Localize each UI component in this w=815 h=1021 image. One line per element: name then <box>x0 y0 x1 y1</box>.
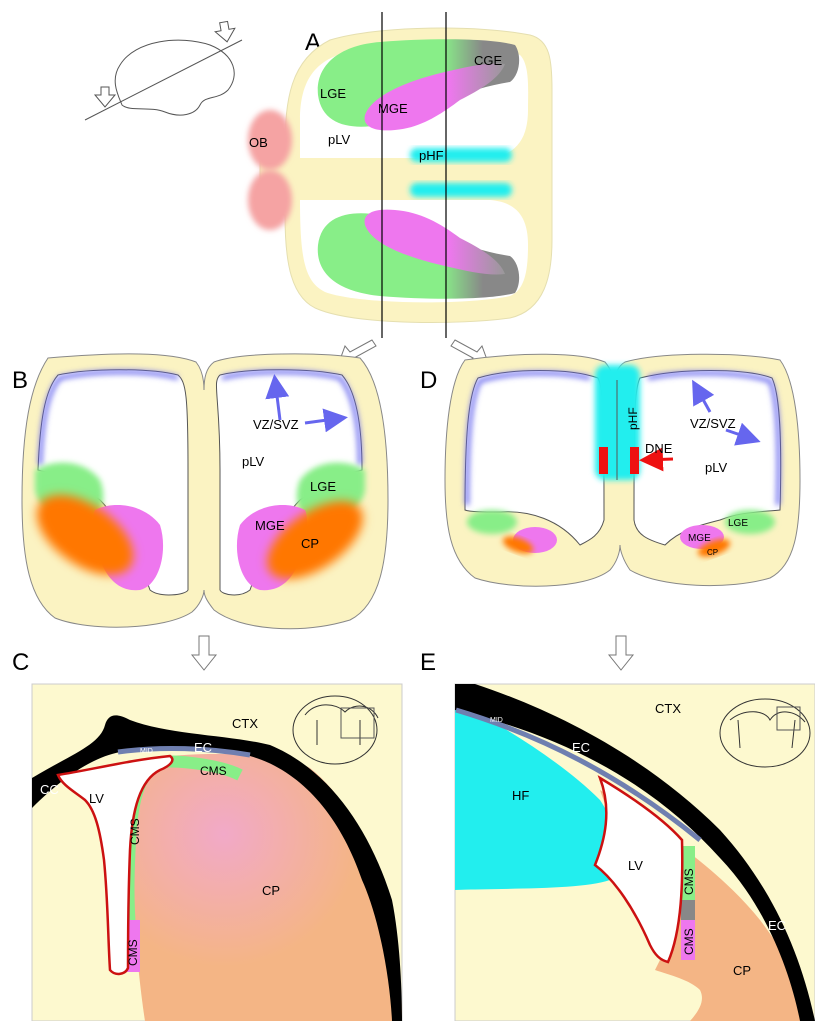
label-cms-top: CMS <box>200 764 227 778</box>
panel-e-cms-grey <box>681 900 695 920</box>
label-lv: LV <box>628 858 643 873</box>
panel-label-b: B <box>12 367 28 394</box>
label-mge: MGE <box>255 518 285 533</box>
label-mge: MGE <box>688 533 711 544</box>
label-lge: LGE <box>320 86 346 101</box>
label-cms-mid: CMS <box>128 818 142 845</box>
label-plv: pLV <box>242 454 264 469</box>
label-ec-right: EC <box>768 918 786 933</box>
label-mid: MID <box>490 717 503 724</box>
label-ctx: CTX <box>655 701 681 716</box>
label-cms-lower: CMS <box>682 928 696 955</box>
panel-a: A CGE LGE MGE OB pLV pHF <box>85 12 552 338</box>
label-dne: DNE <box>645 441 673 456</box>
section-d-left-dne <box>599 447 608 474</box>
panel-d: D pHF VZ/SVZ DNE pLV LGE MGE CP <box>420 354 800 586</box>
label-phf: pHF <box>626 407 640 430</box>
label-cp: CP <box>301 536 319 551</box>
label-plv: pLV <box>328 132 350 147</box>
label-mge: MGE <box>378 101 408 116</box>
brain-sketch-icon <box>85 20 242 120</box>
lower-ob <box>248 170 292 230</box>
label-cms-bottom: CMS <box>126 939 140 966</box>
panel-label-c: C <box>12 649 29 676</box>
label-vzsvz: VZ/SVZ <box>253 417 299 432</box>
arrow-d-to-e <box>609 636 633 670</box>
label-ec: EC <box>194 740 212 755</box>
label-ctx: CTX <box>232 716 258 731</box>
panel-e: E CTX HF EC EC MID LV CMS CMS CP <box>420 649 815 1021</box>
panel-b: B VZ/SVZ pLV LGE MGE CP <box>12 354 388 629</box>
label-mid: MID <box>140 748 153 755</box>
label-plv: pLV <box>705 460 727 475</box>
section-d-left-lge <box>467 510 517 534</box>
label-ob: OB <box>249 135 268 150</box>
panel-label-d: D <box>420 367 437 394</box>
label-cp: CP <box>262 883 280 898</box>
label-lge: LGE <box>728 518 748 529</box>
label-lv: LV <box>89 791 104 806</box>
panel-label-e: E <box>420 649 436 676</box>
panel-c: C CTX CC EC MID CMS CMS CMS LV CP <box>12 649 402 1021</box>
label-vzsvz: VZ/SVZ <box>690 416 736 431</box>
label-cge: CGE <box>474 53 503 68</box>
label-phf: pHF <box>419 148 444 163</box>
label-cp: CP <box>733 963 751 978</box>
label-ec-top: EC <box>572 740 590 755</box>
arrow-b-to-c <box>192 636 216 670</box>
section-d-right-dne <box>630 447 639 474</box>
label-cp: CP <box>707 548 718 557</box>
dne-arrow <box>645 459 673 460</box>
label-cc: CC <box>40 782 59 797</box>
label-hf: HF <box>512 788 529 803</box>
lower-phf <box>410 183 512 197</box>
label-lge: LGE <box>310 479 336 494</box>
label-cms-upper: CMS <box>682 868 696 895</box>
